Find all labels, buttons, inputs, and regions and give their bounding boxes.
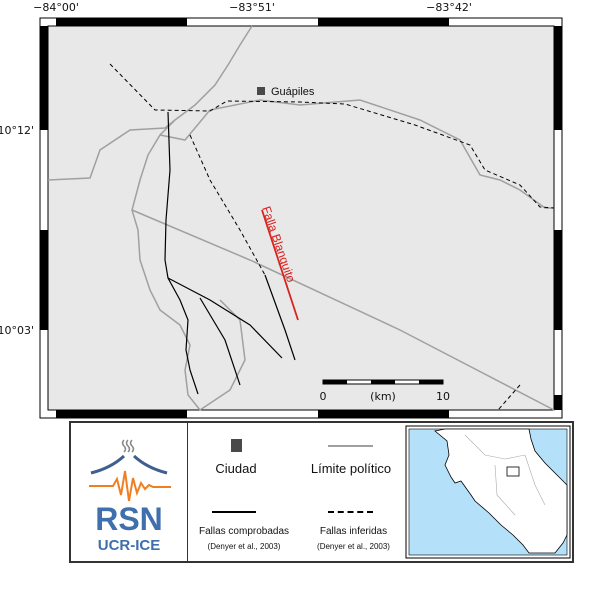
scale-bar (322, 379, 444, 385)
legend: RSN UCR-ICE Ciudad Límite político Falla… (69, 421, 574, 563)
legend-inferred: Fallas inferidas (319, 526, 388, 537)
inferred-faults (109, 63, 555, 411)
legend-city: Ciudad (215, 461, 257, 476)
political-boundaries (47, 25, 555, 411)
city-label: Guápiles (271, 86, 315, 98)
inferred-fault-symbol (328, 511, 373, 513)
map: −84°00' −83°51' −83°42' 10°12' 10°03' Fa… (0, 1, 563, 419)
legend-proven-ref: (Denyer et al., 2003) (207, 542, 281, 551)
map-frame (39, 17, 563, 419)
svg-text:UCR-ICE: UCR-ICE (98, 537, 161, 554)
lat-label: 10°03' (0, 324, 34, 337)
map-area (48, 26, 554, 410)
scale-unit: (km) (370, 390, 396, 403)
city-symbol (231, 439, 242, 452)
lon-label: −83°42' (426, 1, 472, 14)
legend-inferred-ref: (Denyer et al., 2003) (317, 542, 390, 551)
falla-blanquito-line (261, 209, 299, 321)
svg-text:RSN: RSN (95, 501, 163, 537)
logo-graphic: RSN UCR-ICE (89, 439, 171, 554)
costa-rica-land (434, 428, 568, 554)
boundary-symbol (328, 445, 373, 447)
inset-locator-box (506, 466, 520, 477)
legend-proven: Fallas comprobadas (198, 526, 290, 537)
legend-boundary: Límite político (310, 461, 392, 476)
lon-label: −84°00' (33, 1, 79, 14)
inset-map (405, 425, 571, 559)
rsn-logo: RSN UCR-ICE (71, 423, 188, 561)
proven-fault-symbol (212, 511, 256, 513)
scale-start: 0 (320, 390, 327, 403)
city-marker[interactable] (257, 87, 265, 95)
proven-faults (164, 111, 296, 395)
lat-label: 10°12' (0, 124, 34, 137)
lon-label: −83°51' (229, 1, 275, 14)
scale-end: 10 (436, 390, 450, 403)
